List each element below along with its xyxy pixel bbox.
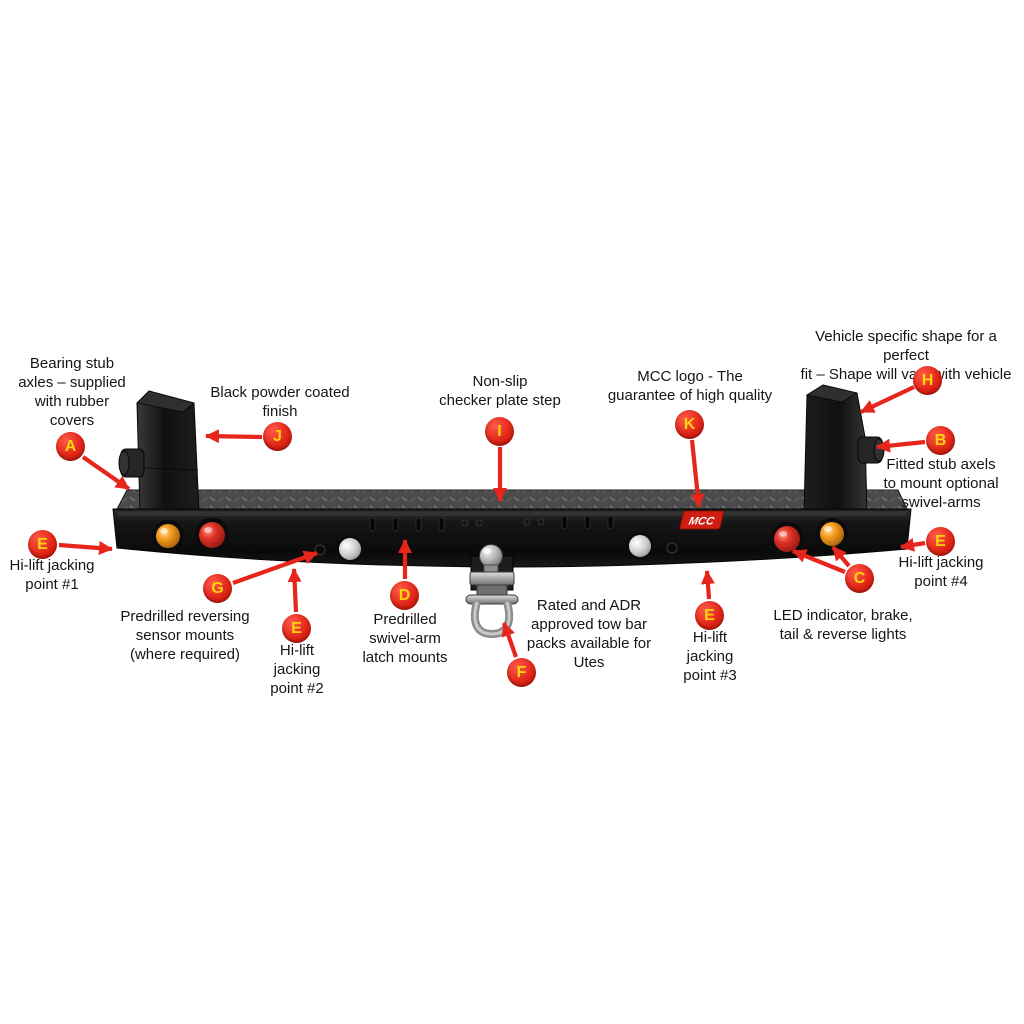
callout-vehicle-shape-badge: H: [913, 366, 942, 395]
amber-light-right: [816, 518, 848, 550]
callout-jack3-text: Hi-lift jacking point #3: [683, 629, 737, 684]
mcc-logo: MCC: [679, 510, 725, 530]
arrow-jack1: [58, 541, 113, 556]
callout-powder-coat-text: Black powder coated finish: [210, 384, 350, 420]
swivel-latch-slots: [369, 515, 614, 532]
callout-led-lights-text: LED indicator, brake, tail & reverse lig…: [773, 607, 913, 643]
callout-bearing-stub-text: Bearing stub axles – supplied with rubbe…: [18, 355, 126, 429]
red-light-left: [195, 518, 229, 552]
callout-tow-bar-text: Rated and ADR approved tow bar packs ava…: [526, 597, 652, 671]
amber-light-left: [152, 520, 184, 552]
callout-swivel-latch-text: Predrilled swivel-arm latch mounts: [362, 611, 448, 666]
callout-jack4-badge: E: [926, 527, 955, 556]
arrow-powder-coat: [205, 429, 263, 444]
arrow-tow-bar: [501, 622, 518, 658]
callout-fitted-stub-badge: B: [926, 426, 955, 455]
callout-jack3-badge: E: [695, 601, 724, 630]
callout-vehicle-shape-text: Vehicle specific shape for a perfect fit…: [800, 328, 1012, 383]
red-light-right: [770, 522, 804, 556]
arrow-mcc-logo: [689, 439, 705, 508]
arrow-jack3: [700, 570, 715, 600]
callout-led-lights-badge: C: [845, 564, 874, 593]
callout-checker-step-text: Non-slip checker plate step: [439, 373, 561, 409]
callout-jack2-badge: E: [282, 614, 311, 643]
arrow-bearing-stub: [81, 455, 131, 491]
arrow-jack2: [287, 568, 302, 613]
bearing-stub-axle: [118, 448, 145, 478]
reverse-light-left: [336, 535, 364, 563]
callout-mcc-logo-badge: K: [675, 410, 704, 439]
callout-swivel-latch-badge: D: [390, 581, 419, 610]
bolt-heads: [461, 518, 545, 527]
arrow-led-amber: [831, 545, 851, 568]
callout-powder-coat-badge: J: [263, 422, 292, 451]
svg-text:MCC: MCC: [687, 516, 716, 528]
callout-reversing-sensor-badge: G: [203, 574, 232, 603]
tow-bar-assembly: [465, 544, 519, 639]
led-lights: [152, 518, 848, 563]
callout-fitted-stub-text: Fitted stub axels to mount optional swiv…: [883, 456, 999, 511]
reverse-light-right: [626, 532, 654, 560]
callout-checker-step-badge: I: [485, 417, 514, 446]
callout-jack1-badge: E: [28, 530, 57, 559]
callout-jack1-text: Hi-lift jacking point #1: [9, 557, 95, 593]
arrow-fitted-stub: [876, 438, 926, 453]
arrow-reversing-sensor: [232, 550, 318, 585]
arrow-vehicle-shape: [860, 385, 915, 414]
callout-bearing-stub-badge: A: [56, 432, 85, 461]
callout-reversing-sensor-text: Predrilled reversing sensor mounts (wher…: [120, 608, 250, 663]
callout-tow-bar-badge: F: [507, 658, 536, 687]
callout-jack4-text: Hi-lift jacking point #4: [898, 554, 984, 590]
arrow-jack4: [900, 537, 926, 552]
callout-jack2-text: Hi-lift jacking point #2: [270, 642, 324, 697]
arrow-led-red: [792, 549, 846, 574]
callout-mcc-logo-text: MCC logo - The guarantee of high quality: [607, 368, 773, 404]
